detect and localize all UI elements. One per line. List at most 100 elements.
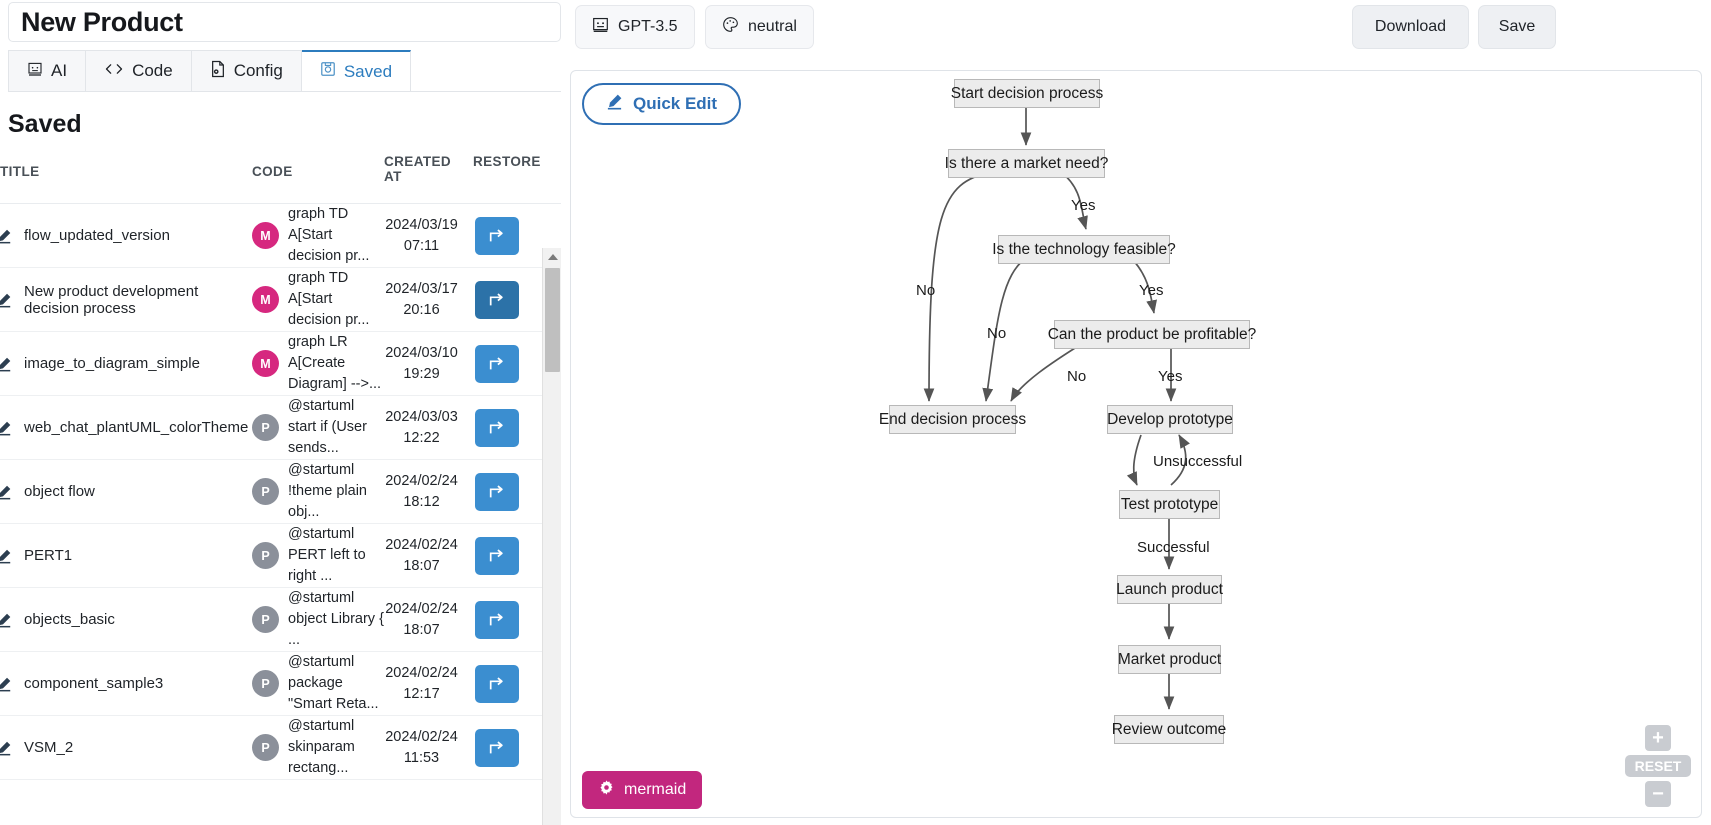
flow-edge-label: Successful: [1137, 539, 1210, 556]
flow-node[interactable]: Is there a market need?: [945, 149, 1108, 178]
tab-ai-label: AI: [51, 61, 68, 80]
model-selector-pill[interactable]: GPT-3.5: [575, 5, 695, 49]
column-header-code: CODE: [252, 164, 293, 179]
flow-node[interactable]: Is the technology feasible?: [992, 235, 1176, 264]
flow-node[interactable]: Test prototype: [1119, 490, 1220, 519]
row-title-cell: object flow: [0, 483, 252, 500]
row-title-cell: flow_updated_version: [0, 227, 252, 244]
row-title-text: VSM_2: [24, 739, 74, 757]
restore-button[interactable]: [475, 728, 519, 767]
pencil-icon: [606, 93, 623, 115]
diagram-canvas[interactable]: Quick Edit: [570, 70, 1702, 818]
row-restore-cell: [459, 472, 547, 511]
pencil-icon[interactable]: [0, 740, 12, 756]
zoom-in-button[interactable]: +: [1645, 725, 1671, 751]
row-code-cell: P@startuml package "Smart Reta...: [252, 652, 384, 715]
pencil-icon[interactable]: [0, 548, 12, 564]
row-title-text: image_to_diagram_simple: [24, 355, 200, 373]
restore-button[interactable]: [475, 280, 519, 319]
flowchart-edges: [923, 108, 1190, 710]
pencil-icon[interactable]: [0, 484, 12, 500]
restore-arrow-icon: [489, 357, 503, 370]
row-title-cell: PERT1: [0, 547, 252, 564]
zoom-out-button[interactable]: −: [1645, 781, 1671, 807]
restore-button[interactable]: [475, 600, 519, 639]
restore-button[interactable]: [475, 344, 519, 383]
flow-node[interactable]: End decision process: [879, 405, 1026, 434]
document-title-field[interactable]: New Product: [8, 2, 561, 42]
row-title-cell: New product development decision process: [0, 283, 252, 317]
row-title-text: PERT1: [24, 547, 73, 565]
row-time: 18:12: [403, 493, 440, 510]
renderer-badge-mermaid[interactable]: mermaid: [582, 771, 703, 809]
pencil-icon[interactable]: [0, 612, 12, 628]
zoom-reset-button[interactable]: RESET: [1625, 755, 1691, 777]
flow-node[interactable]: Start decision process: [951, 79, 1103, 108]
restore-button[interactable]: [475, 408, 519, 447]
scroll-up-arrow-icon[interactable]: [543, 248, 562, 265]
row-title-text: object flow: [24, 483, 95, 501]
pencil-icon[interactable]: [0, 676, 12, 692]
save-button[interactable]: Save: [1478, 5, 1556, 49]
saved-panel: Saved TITLE CODE CREATED AT RESTORE flow…: [0, 100, 561, 825]
row-time: 07:11: [403, 237, 440, 254]
pencil-icon[interactable]: [0, 356, 12, 372]
tab-ai[interactable]: AI: [8, 50, 87, 92]
restore-button[interactable]: [475, 472, 519, 511]
restore-arrow-icon: [489, 228, 503, 241]
row-restore-cell: [459, 664, 547, 703]
row-type-badge: P: [252, 606, 279, 634]
pencil-icon[interactable]: [0, 228, 12, 244]
restore-button[interactable]: [475, 216, 519, 255]
row-code-cell: P@startuml object Library { ...: [252, 588, 384, 651]
gear-icon: [598, 779, 615, 801]
download-button[interactable]: Download: [1352, 5, 1469, 49]
restore-arrow-icon: [489, 549, 503, 562]
tab-config[interactable]: Config: [191, 50, 302, 92]
row-type-badge: M: [252, 286, 279, 314]
pencil-icon[interactable]: [0, 292, 12, 308]
vertical-scroll-thumb[interactable]: [545, 268, 560, 372]
tab-code-label: Code: [132, 61, 173, 80]
row-restore-cell: [459, 344, 547, 383]
floppy-disk-icon: [320, 61, 336, 82]
flow-node[interactable]: Market product: [1118, 645, 1221, 674]
restore-button[interactable]: [475, 664, 519, 703]
table-row[interactable]: New product development decision process…: [0, 268, 561, 333]
zoom-controls: + RESET −: [1625, 725, 1691, 807]
row-type-badge: P: [252, 734, 279, 762]
flow-node[interactable]: Develop prototype: [1107, 405, 1233, 434]
row-title-cell: VSM_2: [0, 739, 252, 756]
tab-saved[interactable]: Saved: [301, 50, 412, 92]
row-date: 2024/02/24: [385, 600, 458, 617]
saved-table-vertical-scrollbar[interactable]: [542, 248, 561, 825]
quick-edit-button[interactable]: Quick Edit: [582, 83, 742, 125]
restore-button[interactable]: [475, 536, 519, 575]
flow-node[interactable]: Can the product be profitable?: [1048, 320, 1256, 349]
row-title-cell: web_chat_plantUML_colorTheme: [0, 419, 252, 436]
theme-selector-pill[interactable]: neutral: [705, 5, 814, 49]
flow-edge-label: Unsuccessful: [1153, 453, 1243, 470]
tab-code[interactable]: Code: [86, 50, 192, 92]
saved-table-scroll-region[interactable]: TITLE CODE CREATED AT RESTORE flow_updat…: [0, 148, 561, 783]
flow-node[interactable]: Launch product: [1116, 575, 1223, 604]
robot-face-icon: [27, 61, 43, 82]
flow-node[interactable]: Review outcome: [1112, 715, 1226, 744]
pencil-icon[interactable]: [0, 420, 12, 436]
flow-edge-label: No: [1067, 368, 1087, 385]
